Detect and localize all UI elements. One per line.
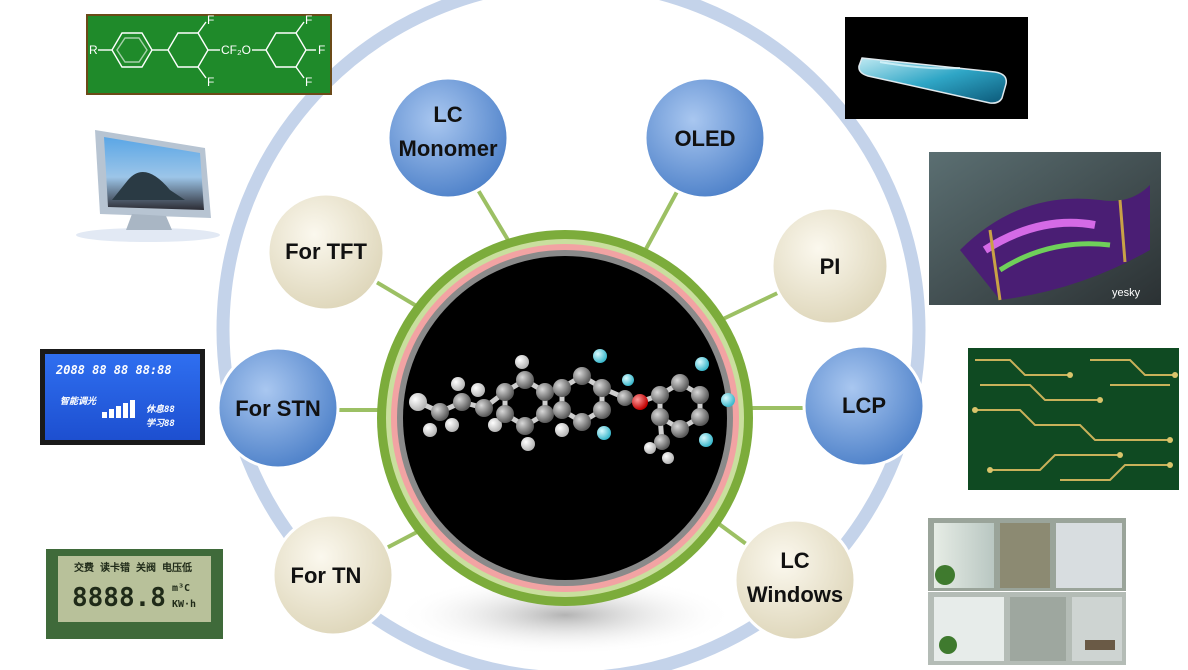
chem-r-label: R <box>89 43 98 57</box>
tn-digits: 8888.8 <box>72 583 166 613</box>
node-lcp: LCP <box>802 344 926 468</box>
tn-unit-bottom: KW·h <box>172 599 196 610</box>
molecule-atoms <box>409 349 735 464</box>
pi-display-image: yesky <box>929 152 1161 305</box>
lcp-circuit-image <box>968 348 1179 490</box>
stn-row1: 2088 88 88 88:88 <box>55 363 172 377</box>
oled-phone-image <box>845 17 1028 119</box>
node-for-tn-label: For TN <box>291 563 362 588</box>
stn-row2: 智能调光 <box>60 396 97 407</box>
chem-f-right-mid: F <box>318 43 325 57</box>
node-pi-label: PI <box>820 254 841 279</box>
tn-header: 交费 读卡错 关阀 电压低 <box>74 561 192 574</box>
node-lc-windows: LC Windows <box>733 518 857 642</box>
chem-f-top: F <box>207 13 214 27</box>
node-for-tft-label: For TFT <box>285 239 367 264</box>
chem-f-right-top: F <box>305 13 312 27</box>
node-lc-windows-line2: Windows <box>747 582 843 607</box>
node-lc-monomer-line1: LC <box>433 102 462 127</box>
node-oled: OLED <box>643 76 767 200</box>
node-pi: PI <box>770 206 890 326</box>
lc-windows-image <box>928 518 1126 665</box>
tn-display-image: 交费 读卡错 关阀 电压低 8888.8 m³C KW·h <box>46 549 223 639</box>
tn-unit-top: m³C <box>172 583 190 594</box>
stn-row3: 休息88 <box>146 404 175 415</box>
outer-ring <box>216 0 926 670</box>
node-lcp-label: LCP <box>842 393 886 418</box>
node-oled-label: OLED <box>674 126 735 151</box>
tft-monitor-image <box>76 130 220 242</box>
stn-display-image: 2088 88 88 88:88 智能调光 休息88 学习88 <box>40 349 205 445</box>
chem-f-bottom: F <box>207 75 214 89</box>
node-for-tn: For TN <box>271 513 395 637</box>
stn-bars <box>102 400 135 418</box>
chem-f-right-bottom: F <box>305 75 312 89</box>
node-for-tft: For TFT <box>266 192 386 312</box>
center-shadow <box>395 575 735 655</box>
chem-linker-label: CF₂O <box>221 43 251 57</box>
node-for-stn-label: For STN <box>235 396 321 421</box>
node-lc-monomer: LC Monomer <box>386 76 510 200</box>
pi-watermark: yesky <box>1112 287 1141 299</box>
node-for-stn: For STN <box>216 346 340 470</box>
chem-structure-image: R F F CF₂O F F F <box>86 13 332 95</box>
center-molecule <box>377 230 753 606</box>
node-lc-windows-line1: LC <box>780 548 809 573</box>
stn-row4: 学习88 <box>146 418 175 429</box>
node-lc-monomer-line2: Monomer <box>399 136 498 161</box>
